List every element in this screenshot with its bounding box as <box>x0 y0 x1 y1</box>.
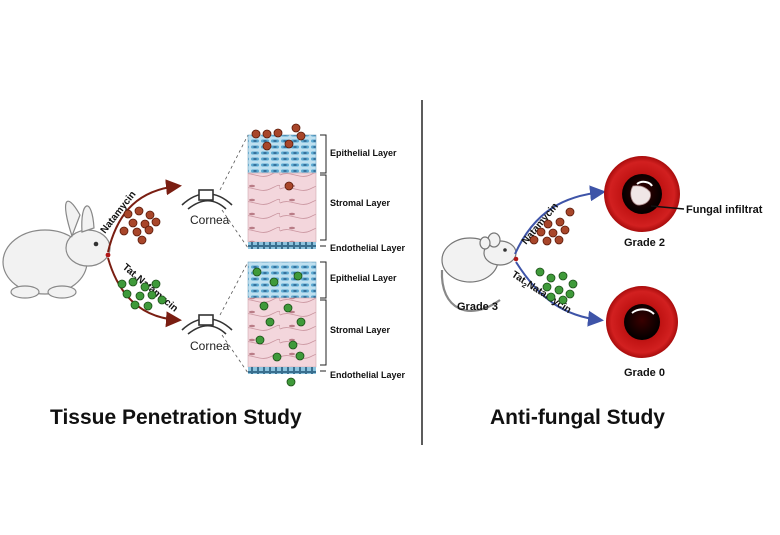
tat-natamycin-particles <box>117 277 167 311</box>
tat-natamycin-dot <box>151 279 161 289</box>
natamycin-dot-right <box>542 236 552 246</box>
tat-natamycin-tissue-dot <box>265 317 275 327</box>
natamycin-dot <box>151 217 161 227</box>
tat-natamycin-dot-right <box>535 267 545 277</box>
layer-label-epithelial-bottom: Epithelial Layer <box>330 273 397 283</box>
cornea-icon <box>181 314 233 335</box>
natamycin-particles <box>119 206 161 245</box>
natamycin-tissue-dot <box>296 131 306 141</box>
grade-label-bottom: Grade 0 <box>624 367 665 379</box>
tissue-block-top <box>247 134 317 249</box>
tat-natamycin-tissue-dot <box>259 301 269 311</box>
eye-icon <box>604 156 680 232</box>
natamycin-tissue-dot <box>262 141 272 151</box>
anti-fungal-title: Anti-fungal Study <box>490 406 665 429</box>
eye-icon <box>606 286 678 358</box>
tat-natamycin-dot-right <box>546 273 556 283</box>
natamycin-particles-right <box>529 207 575 246</box>
natamycin-dot <box>137 235 147 245</box>
tat-natamycin-tissue-dot <box>286 377 296 387</box>
tat-natamycin-dot <box>122 289 132 299</box>
tissue-block-bottom <box>247 261 317 374</box>
natamycin-in-tissue <box>251 123 306 191</box>
natamycin-tissue-dot <box>291 123 301 133</box>
tat-natamycin-particles-right <box>535 267 578 305</box>
natamycin-dot-right <box>565 207 575 217</box>
tat-natamycin-tissue-dot <box>288 340 298 350</box>
tat-natamycin-tissue-dot <box>293 271 303 281</box>
tat-natamycin-tissue-dot <box>283 303 293 313</box>
tat-natamycin-dot-right <box>565 289 575 299</box>
layer-label-endothelial-top: Endothelial Layer <box>330 243 406 253</box>
natamycin-tissue-dot <box>284 139 294 149</box>
layer-label-epithelial-top: Epithelial Layer <box>330 148 397 158</box>
natamycin-dot <box>132 227 142 237</box>
natamycin-dot-right <box>560 225 570 235</box>
fungal-infiltrate-label: Fungal infiltrat <box>686 204 763 216</box>
arrow-to-grade-bottom <box>515 261 604 327</box>
tat-natamycin-dot <box>128 277 138 287</box>
tat-natamycin-dot-right <box>558 271 568 281</box>
tat-natamycin-tissue-dot <box>272 352 282 362</box>
tat-natamycin-dot-right <box>558 295 568 305</box>
natamycin-dot <box>119 226 129 236</box>
infiltrate-pointer <box>650 205 685 210</box>
arrow-to-cornea-top <box>107 179 182 253</box>
tat-natamycin-dot <box>117 279 127 289</box>
tat-natamycin-dot <box>140 282 150 292</box>
tat-natamycin-dot-right <box>546 292 556 302</box>
natamycin-dot <box>144 225 154 235</box>
natamycin-dot-right <box>536 227 546 237</box>
tat-natamycin-dot <box>130 300 140 310</box>
natamycin-dot-right <box>554 235 564 245</box>
natamycin-dot <box>140 219 150 229</box>
natamycin-dot-right <box>529 235 539 245</box>
natamycin-dot <box>128 218 138 228</box>
layer-brackets <box>320 134 327 372</box>
tat-natamycin-dot <box>135 291 145 301</box>
cornea-icon <box>181 189 233 210</box>
tat-natamycin-tissue-dot <box>252 267 262 277</box>
tat-natamycin-dot <box>157 295 167 305</box>
layer-label-endothelial-bottom: Endothelial Layer <box>330 370 406 380</box>
natamycin-dot-right <box>555 217 565 227</box>
rabbit-icon <box>2 200 111 299</box>
arrow-to-grade-top <box>514 185 606 255</box>
natamycin-dot <box>145 210 155 220</box>
natamycin-tissue-dot <box>251 129 261 139</box>
tat-natamycin-dot-right <box>568 279 578 289</box>
tat-natamycin-dot <box>143 301 153 311</box>
natamycin-dot <box>134 206 144 216</box>
natamycin-dot <box>123 209 133 219</box>
tat-natamycin-dot <box>147 290 157 300</box>
tat-natamycin-tissue-dot <box>255 335 265 345</box>
zoom-lines <box>219 134 249 374</box>
natamycin-tissue-dot <box>284 181 294 191</box>
tat-natamycin-tissue-dot <box>269 277 279 287</box>
natamycin-dot-right <box>543 219 553 229</box>
drug-label-natamycin: Natamycin <box>99 189 139 236</box>
natamycin-tissue-dot <box>273 128 283 138</box>
tat-natamycin-dot-right <box>554 285 564 295</box>
layer-label-stromal-bottom: Stromal Layer <box>330 325 391 335</box>
tat-natamycin-in-tissue <box>252 267 306 387</box>
tat-natamycin-tissue-dot <box>295 351 305 361</box>
natamycin-dot-right <box>548 228 558 238</box>
natamycin-tissue-dot <box>262 129 272 139</box>
cornea-label-bottom: Cornea <box>190 339 230 353</box>
grade-label-start: Grade 3 <box>457 301 498 313</box>
mouse-icon <box>440 232 519 312</box>
layer-label-stromal-top: Stromal Layer <box>330 198 391 208</box>
tat-natamycin-tissue-dot <box>296 317 306 327</box>
tissue-penetration-title: Tissue Penetration Study <box>50 406 302 429</box>
grade-label-top: Grade 2 <box>624 237 665 249</box>
tat-natamycin-dot-right <box>542 282 552 292</box>
cornea-label-top: Cornea <box>190 213 230 227</box>
